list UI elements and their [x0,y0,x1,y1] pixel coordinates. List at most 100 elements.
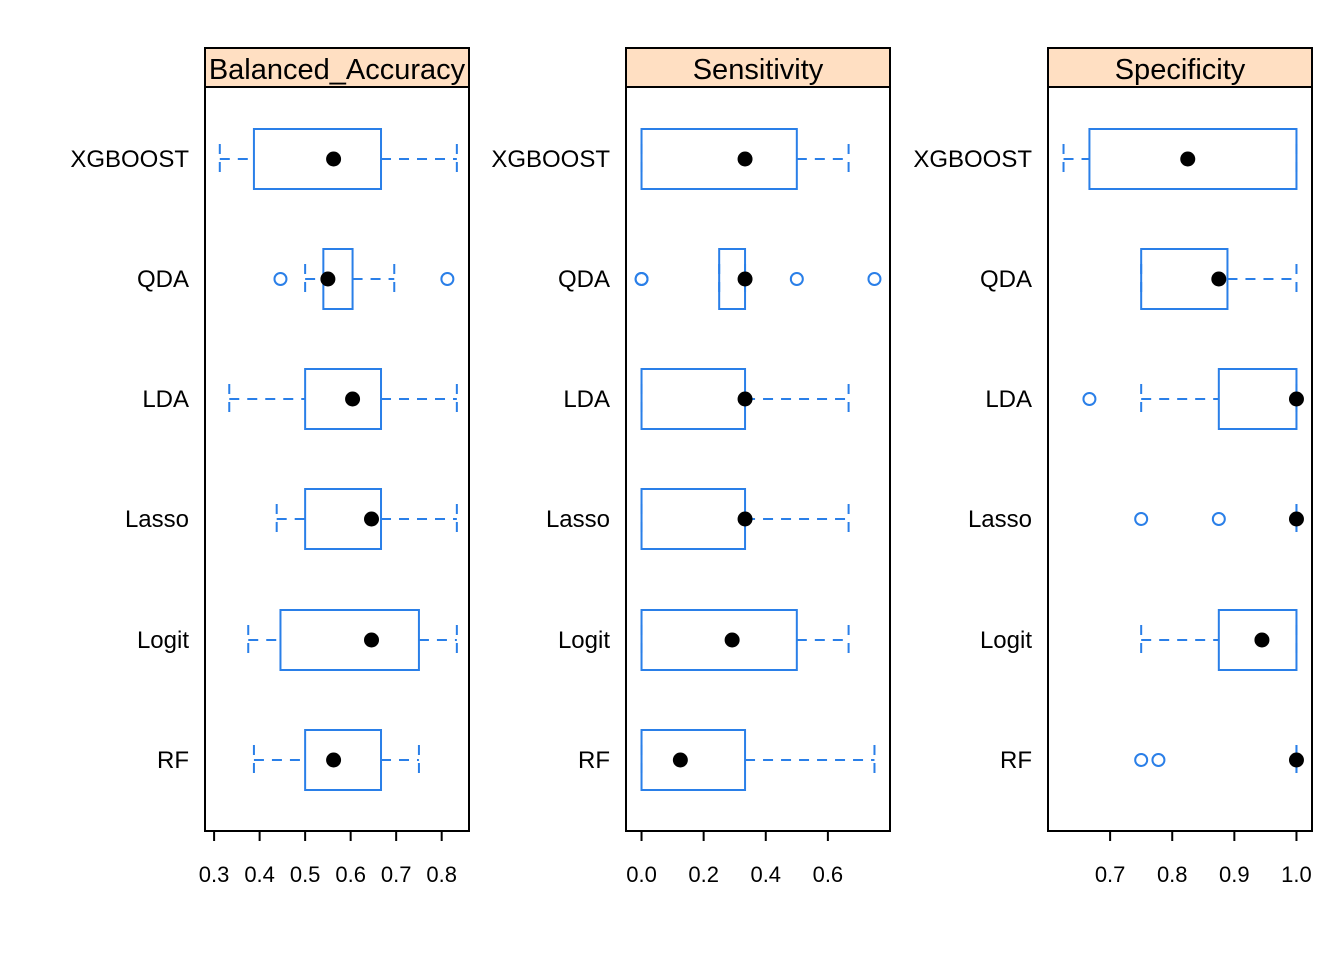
panel-title: Specificity [1115,54,1246,86]
category-label: LDA [563,386,610,413]
box-logit [247,609,458,671]
panel-title: Balanced_Accuracy [209,54,466,86]
x-tick-label: 0.8 [1157,862,1188,887]
box-xgboost [1062,128,1298,190]
box-xgboost [640,128,850,190]
panel-frame [204,86,470,832]
median-dot [1288,391,1304,407]
x-tick-label: 0.6 [813,862,844,887]
outlier-point [634,272,649,286]
median-dot [1288,511,1304,527]
x-tick-label: 0.3 [199,862,230,887]
panel-frame [625,86,891,832]
box-rf [252,729,420,791]
median-dot [672,752,688,768]
median-dot [1254,632,1270,648]
outlier-point [273,272,288,286]
outlier-point [867,272,882,286]
category-label: Logit [558,627,610,654]
median-dot [326,151,342,167]
box-qda [634,248,882,310]
outlier-point [1134,512,1149,526]
box-qda [273,248,455,310]
outlier-point [440,272,455,286]
median-dot [737,511,753,527]
category-label: Logit [137,627,189,654]
x-tick-label: 0.0 [626,862,657,887]
x-tick-label: 0.4 [750,862,781,887]
outlier-point [1082,392,1097,406]
box-logit [1140,609,1298,671]
box-body [640,729,747,791]
category-label: Logit [980,627,1032,654]
box-lasso [275,488,458,550]
median-dot [737,151,753,167]
box-body [640,488,747,550]
median-dot [326,752,342,768]
box-lda [640,368,850,430]
category-label: XGBOOST [491,146,610,173]
box-body [1140,248,1229,310]
category-label: QDA [980,266,1032,293]
box-body [1217,368,1298,430]
median-dot [737,271,753,287]
category-label: Lasso [546,506,610,533]
box-body [640,609,798,671]
box-lda [228,368,458,430]
median-dot [737,391,753,407]
panel-strip [1047,47,1313,88]
box-body [640,368,747,430]
x-tick-label: 1.0 [1281,862,1312,887]
box-body [304,729,383,791]
box-lasso [640,488,850,550]
panel-strip [625,47,891,88]
category-label: XGBOOST [70,146,189,173]
median-dot [364,511,380,527]
x-tick-label: 0.8 [426,862,457,887]
x-tick-label: 0.7 [381,862,412,887]
box-body [252,128,383,190]
category-label: RF [578,747,610,774]
box-body [640,128,798,190]
x-tick-label: 0.2 [688,862,719,887]
x-tick-label: 0.5 [290,862,321,887]
box-body [304,368,383,430]
median-dot [320,271,336,287]
panel-sensitivity: Sensitivity 0.0 0.2 0.4 0.6 XGBOOST QDA LDA Lass… [491,47,891,887]
median-dot [345,391,361,407]
median-dot [1180,151,1196,167]
box-body [1217,609,1298,671]
median-dot [1288,752,1304,768]
category-label: LDA [985,386,1032,413]
box-logit [640,609,850,671]
median-dot [1211,271,1227,287]
category-label: Lasso [968,506,1032,533]
box-rf [640,729,876,791]
category-label: QDA [558,266,610,293]
box-xgboost [218,128,458,190]
box-lasso [1134,504,1304,534]
box-qda [1140,248,1298,310]
category-label: XGBOOST [913,146,1032,173]
outlier-point [1134,753,1149,767]
category-label: QDA [137,266,189,293]
outlier-point [1211,512,1226,526]
box-lda [1082,368,1304,430]
category-label: RF [157,747,189,774]
median-dot [724,632,740,648]
panel-specificity: Specificity 0.7 0.8 0.9 1.0 XGBOOST QDA LDA Lass… [913,47,1313,887]
category-label: LDA [142,386,189,413]
box-rf [1134,745,1304,775]
box-body [1088,128,1298,190]
x-tick-label: 0.9 [1219,862,1250,887]
median-dot [364,632,380,648]
panel-frame [1047,86,1313,832]
category-label: Lasso [125,506,189,533]
outlier-point [1151,753,1166,767]
x-tick-label: 0.4 [244,862,275,887]
outlier-point [789,272,804,286]
x-tick-label: 0.7 [1095,862,1126,887]
panel-title: Sensitivity [693,54,824,86]
